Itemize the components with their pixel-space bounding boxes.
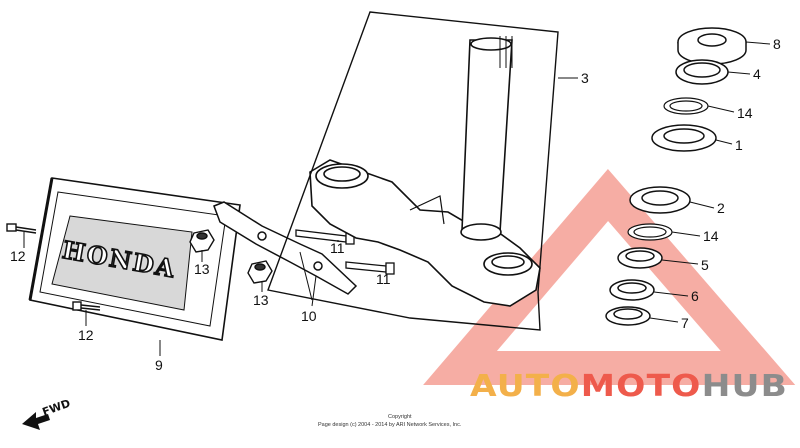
- callout-11-upper: 11: [330, 240, 345, 256]
- front-emblem-bracket: HONDA: [28, 177, 241, 341]
- watermark-hub: HUB: [702, 369, 788, 404]
- bottom-ball-race-2: [629, 186, 691, 214]
- callout-8: 8: [773, 36, 781, 52]
- steel-ball-14-upper: [663, 97, 709, 115]
- callout-4: 4: [753, 66, 761, 82]
- callout-leader-lines: [23, 41, 771, 356]
- callout-14-upper: 14: [737, 105, 753, 121]
- callout-10: 10: [301, 308, 317, 324]
- dust-seal-washer-7: [605, 306, 651, 326]
- callout-9: 9: [155, 357, 163, 373]
- callout-5: 5: [701, 257, 709, 273]
- callout-3: 3: [581, 70, 589, 86]
- watermark-auto: AUTO: [470, 369, 581, 404]
- adjusting-nut-8: [677, 27, 747, 65]
- callout-13-lower: 13: [253, 292, 269, 308]
- top-ball-race-1: [651, 124, 717, 152]
- callout-11-lower: 11: [376, 271, 391, 287]
- watermark-moto: MOTO: [581, 369, 702, 404]
- dust-seal-6: [609, 279, 655, 301]
- steel-ball-14-lower: [627, 223, 673, 241]
- callout-7: 7: [681, 315, 689, 331]
- callout-14-lower: 14: [703, 228, 719, 244]
- callout-1: 1: [735, 137, 743, 153]
- copyright-line-1: Copyright: [388, 414, 412, 420]
- mount-bracket-10: [213, 201, 358, 301]
- bolt-12-lower: [72, 301, 101, 311]
- bolt-11-upper: [295, 229, 355, 245]
- callout-12-lower: 12: [78, 327, 94, 343]
- steering-stem-3: [309, 36, 541, 307]
- copyright-line-2: Page design (c) 2004 - 2014 by ARI Netwo…: [318, 422, 462, 428]
- callout-12-upper: 12: [10, 248, 26, 264]
- top-cone-race-4: [675, 59, 729, 85]
- fwd-label: FWD: [41, 397, 72, 419]
- assembly-bracket-outline: [267, 11, 559, 331]
- bolt-11-lower: [345, 261, 395, 275]
- forward-direction-arrow: FWD: [22, 397, 72, 430]
- nut-13-lower: [247, 260, 273, 284]
- nut-13-upper: [189, 229, 215, 253]
- callout-2: 2: [717, 200, 725, 216]
- bottom-cone-race-5: [617, 247, 663, 269]
- callout-13-upper: 13: [194, 261, 210, 277]
- callout-6: 6: [691, 288, 699, 304]
- bolt-12-upper: [6, 223, 37, 234]
